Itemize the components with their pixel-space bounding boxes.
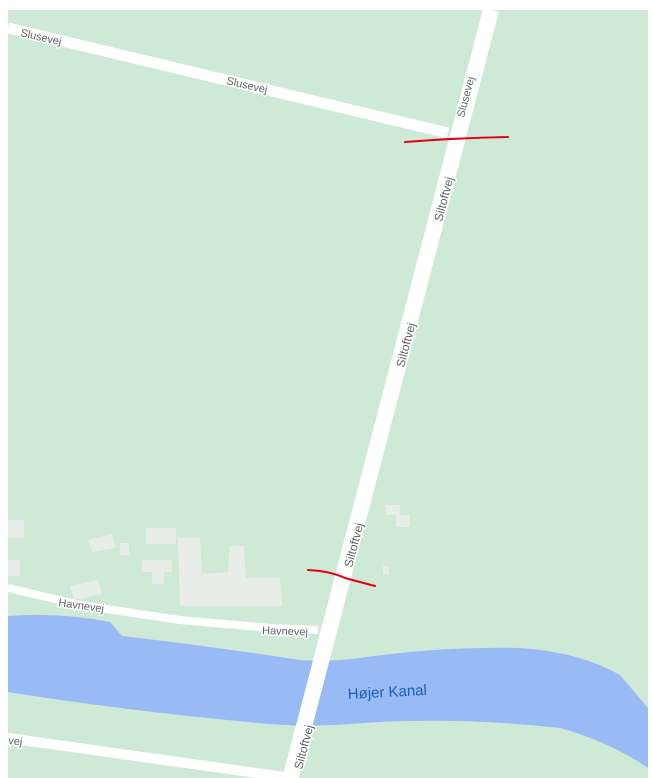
southwest-road-label: vej (8, 735, 23, 748)
red-marker-line-south (307, 569, 376, 587)
building (152, 570, 164, 584)
building (386, 505, 400, 515)
building (142, 560, 172, 572)
building (88, 534, 116, 552)
slusevej-road[interactable] (6, 22, 450, 139)
building (396, 515, 410, 527)
building (8, 560, 20, 576)
havnevej-road[interactable] (7, 584, 319, 634)
building (70, 580, 102, 600)
hojer-kanal-water (8, 614, 648, 768)
building (383, 566, 389, 574)
building (8, 520, 24, 538)
havnevej-label: Havnevej (262, 625, 308, 639)
building (120, 543, 129, 555)
red-marker-line-north (404, 136, 509, 143)
southwest-road[interactable] (7, 733, 293, 778)
building (178, 538, 282, 606)
building (146, 528, 176, 544)
hojer-kanal-label: Højer Kanal (347, 682, 427, 703)
buildings (8, 505, 410, 606)
